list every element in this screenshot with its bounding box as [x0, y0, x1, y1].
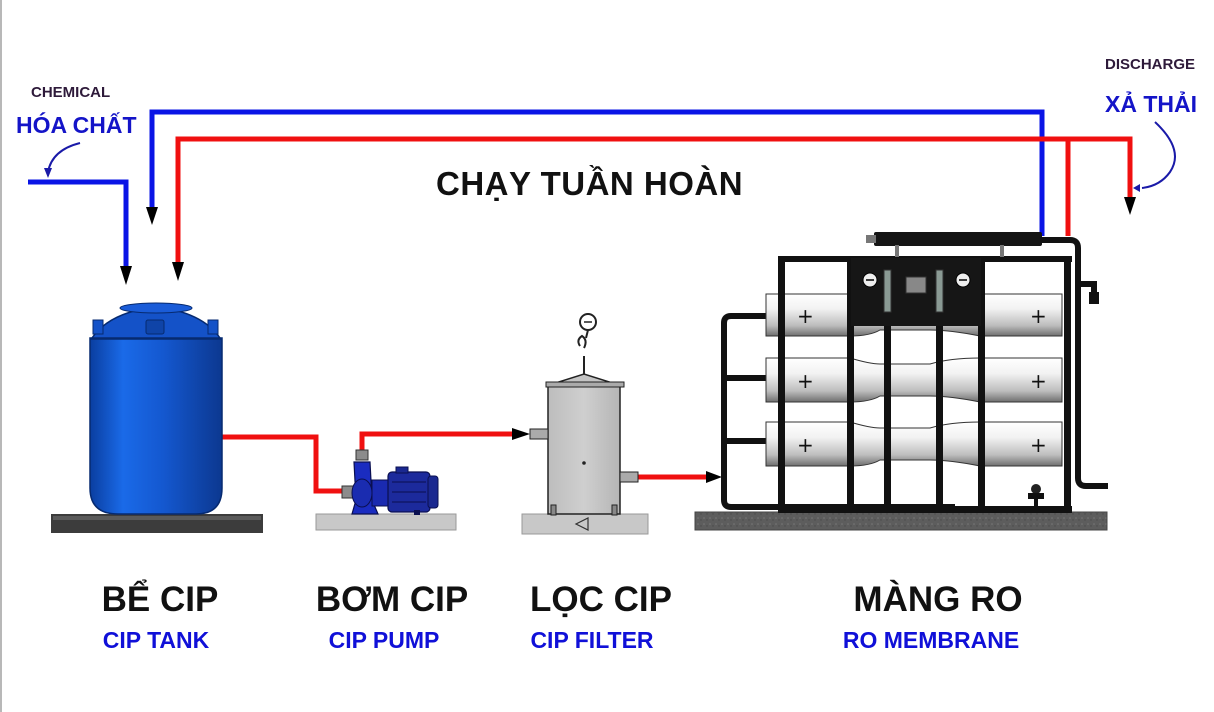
cip-pump [315, 449, 457, 531]
filter-label-vi: LỌC CIP [530, 580, 672, 619]
svg-text:+: + [797, 433, 814, 457]
arrow-head-icon [44, 168, 52, 178]
ro-membrane-skid: + + + + + + [694, 232, 1108, 531]
ro-base [694, 511, 1108, 531]
ro-label-vi: MÀNG RO [853, 580, 1023, 619]
supply-return-pipe-blue [146, 109, 1045, 236]
chemical-label-vi: HÓA CHẤT [16, 112, 137, 138]
discharge-label-en: DISCHARGE [1105, 56, 1196, 73]
diagram-title: CHẠY TUẦN HOÀN [436, 165, 744, 202]
chemical-label-en: CHEMICAL [31, 84, 111, 101]
pump-base [315, 513, 457, 531]
membrane-vessel: + + [765, 357, 1063, 403]
filter-label-en: CIP FILTER [530, 627, 654, 653]
discharge-curve-arrow-icon [1141, 121, 1176, 189]
pump-label-en: CIP PUMP [328, 627, 440, 653]
tank-label-en: CIP TANK [102, 627, 210, 653]
tank-label-vi: BỂ CIP [101, 580, 219, 619]
arrow-down-icon [172, 262, 184, 281]
cip-tank [51, 302, 263, 533]
flowmeter-icon [935, 269, 944, 313]
flowmeter-icon [883, 269, 892, 313]
arrow-head-icon [1133, 184, 1140, 192]
svg-text:+: + [797, 369, 814, 393]
filter-base [521, 513, 649, 535]
return-pipe-red [172, 136, 1071, 281]
svg-text:+: + [1030, 433, 1047, 457]
arrow-down-icon [1124, 197, 1136, 215]
discharge-pipe-red [1068, 136, 1136, 215]
ro-label-en: RO MEMBRANE [842, 627, 1020, 653]
drain-valve-icon [1028, 484, 1044, 508]
arrow-down-icon [120, 266, 132, 285]
arrow-right-icon [512, 428, 530, 440]
triangle-marker-icon [574, 517, 589, 531]
pump-to-filter-pipe [359, 431, 516, 460]
svg-text:+: + [1030, 369, 1047, 393]
display-icon [905, 276, 927, 294]
tank-to-pump-pipe [218, 434, 344, 494]
pump-label-vi: BƠM CIP [315, 580, 469, 619]
top-header-pipe [874, 232, 1042, 246]
arrow-down-icon [146, 207, 158, 225]
chemical-curve-arrow-icon [47, 142, 81, 173]
chemical-inlet-pipe [28, 179, 132, 285]
arrow-right-icon [706, 471, 722, 483]
discharge-label-vi: XẢ THẢI [1105, 91, 1197, 117]
svg-text:+: + [1030, 304, 1047, 328]
membrane-vessel: + + [765, 421, 1063, 467]
cip-filter [521, 313, 649, 535]
svg-text:+: + [797, 304, 814, 328]
